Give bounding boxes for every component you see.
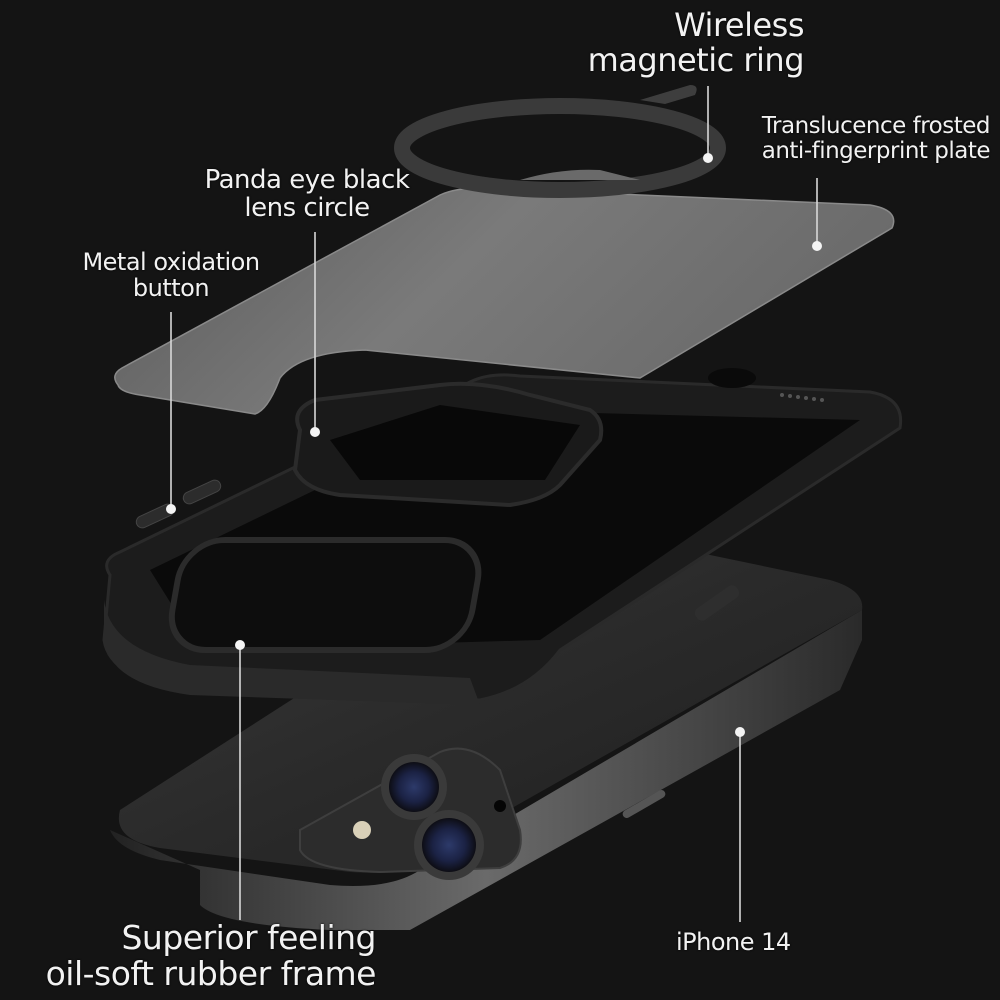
- label-rubber-frame: Superior feeling oil-soft rubber frame: [45, 918, 377, 993]
- lens-circle: [292, 381, 604, 508]
- magnetic-ring: [394, 85, 726, 198]
- phone-body: [110, 529, 863, 930]
- label-wireless-magnetic-ring: Wireless magnetic ring: [587, 6, 805, 79]
- label-line: oil-soft rubber frame: [45, 953, 377, 993]
- label-line: lens circle: [244, 193, 370, 224]
- frosted-plate: [114, 187, 895, 415]
- label-line: Wireless: [674, 6, 804, 44]
- label-frosted-plate: Translucence frosted anti-fingerprint pl…: [761, 113, 991, 164]
- label-line: iPhone 14: [676, 928, 791, 956]
- callout-lines: [166, 86, 822, 922]
- label-line: anti-fingerprint plate: [761, 137, 991, 164]
- label-line: Metal oxidation: [82, 248, 260, 276]
- label-line: button: [132, 273, 210, 302]
- label-line: Translucence frosted: [761, 113, 991, 139]
- label-line: Panda eye black: [204, 165, 410, 195]
- rubber-frame: [102, 368, 903, 705]
- metal-buttons: [135, 479, 222, 529]
- label-phone-model: iPhone 14: [676, 928, 791, 956]
- label-line: magnetic ring: [587, 40, 805, 79]
- label-metal-button: Metal oxidation button: [68, 248, 274, 302]
- label-line: Superior feeling: [121, 918, 376, 957]
- label-lens-circle: Panda eye black lens circle: [192, 166, 422, 222]
